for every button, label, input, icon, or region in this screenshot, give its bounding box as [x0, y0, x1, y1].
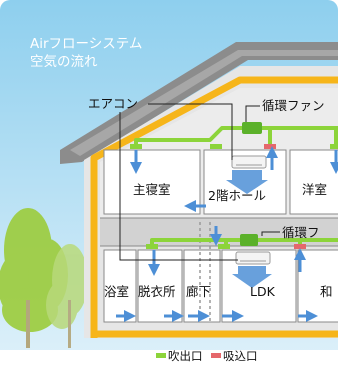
legend-intake-label: 吸込口 [223, 349, 258, 363]
leader-lines [119, 103, 280, 261]
label-fan-bottom: 循環フ [282, 225, 320, 240]
tree-left [0, 208, 68, 348]
label-master-bedroom: 主寝室 [133, 182, 171, 197]
label-ldk: LDK [250, 284, 276, 299]
label-western-room: 洋室 [302, 182, 327, 197]
label-aircon: エアコン [88, 96, 138, 111]
title-line2: 空気の流れ [30, 54, 98, 70]
airflow-big-arrows [226, 170, 272, 288]
circulation-fan-upper [242, 122, 262, 134]
legend-intake-swatch [211, 353, 221, 358]
outlets [130, 144, 338, 249]
aircon-lower [235, 251, 271, 265]
room-western [289, 149, 338, 215]
label-japanese-room: 和 [320, 284, 333, 299]
aircon-upper [231, 155, 267, 169]
label-bathroom: 浴室 [104, 284, 129, 299]
label-corridor: 廊下 [186, 284, 211, 299]
label-fan-top: 循環ファン [262, 98, 325, 113]
legend: 吹出口 吸込口 [156, 349, 258, 363]
stairs [199, 222, 211, 322]
legend-outlet-swatch [156, 353, 166, 358]
tree-right [46, 244, 88, 348]
insulation-layer [90, 76, 338, 338]
label-2f-hall: 2階ホール [208, 188, 266, 203]
room-japanese [297, 249, 338, 323]
circulation-fan-lower [240, 234, 258, 246]
label-dressing-room: 脱衣所 [138, 284, 176, 299]
legend-outlet-label: 吹出口 [168, 349, 203, 363]
title-line1: Airフローシステム [30, 36, 142, 52]
room-corridor [183, 249, 221, 323]
